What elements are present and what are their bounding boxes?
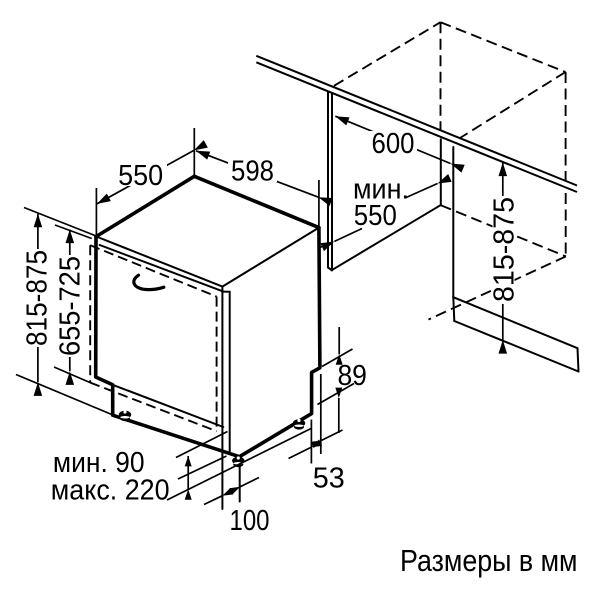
svg-text:815-875: 815-875 [489,197,521,302]
svg-text:550: 550 [118,160,163,192]
svg-text:мин.: мин. [353,173,409,205]
svg-text:Размеры в мм: Размеры в мм [400,543,578,578]
svg-text:600: 600 [372,128,415,160]
svg-text:мин. 90: мин. 90 [53,447,145,479]
svg-text:598: 598 [231,155,274,187]
svg-text:550: 550 [354,200,397,232]
svg-text:53: 53 [313,462,345,494]
svg-text:655-725: 655-725 [55,256,87,356]
svg-text:815-875: 815-875 [22,250,54,346]
svg-text:макс. 220: макс. 220 [51,474,170,506]
svg-text:100: 100 [230,505,270,537]
svg-text:89: 89 [337,360,367,392]
